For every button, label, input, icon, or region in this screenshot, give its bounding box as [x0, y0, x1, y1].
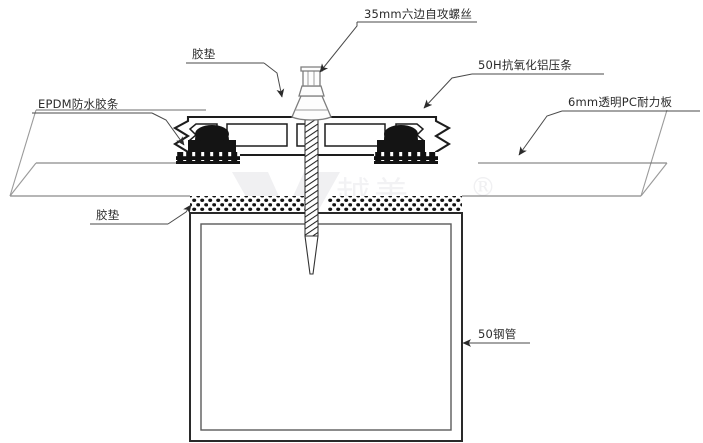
svg-text:®: ® [470, 173, 499, 203]
label-underlines [32, 21, 700, 344]
label-epdm-gasket: EPDM防水胶条 [38, 97, 119, 111]
epdm-gasket-right [377, 125, 425, 154]
rubber-pad-bottom [190, 196, 462, 215]
label-steel-tube: 50钢管 [478, 327, 516, 341]
self-tapping-screw [291, 66, 332, 275]
label-aluminium-batten: 50H抗氧化铝压条 [478, 58, 572, 72]
leader-lines [151, 22, 563, 347]
label-rubber-pad-top: 胶垫 [192, 47, 216, 61]
pc-sheet-panel [9, 109, 668, 197]
steel-tube [189, 212, 463, 442]
label-pc-sheet: 6mm透明PC耐力板 [568, 95, 672, 109]
label-rubber-pad-bottom: 胶垫 [96, 208, 120, 222]
label-self-tapping-screw: 35mm六边自攻螺丝 [364, 7, 472, 21]
ribbed-gasket-strips [176, 152, 438, 164]
epdm-gasket-left [188, 125, 236, 154]
